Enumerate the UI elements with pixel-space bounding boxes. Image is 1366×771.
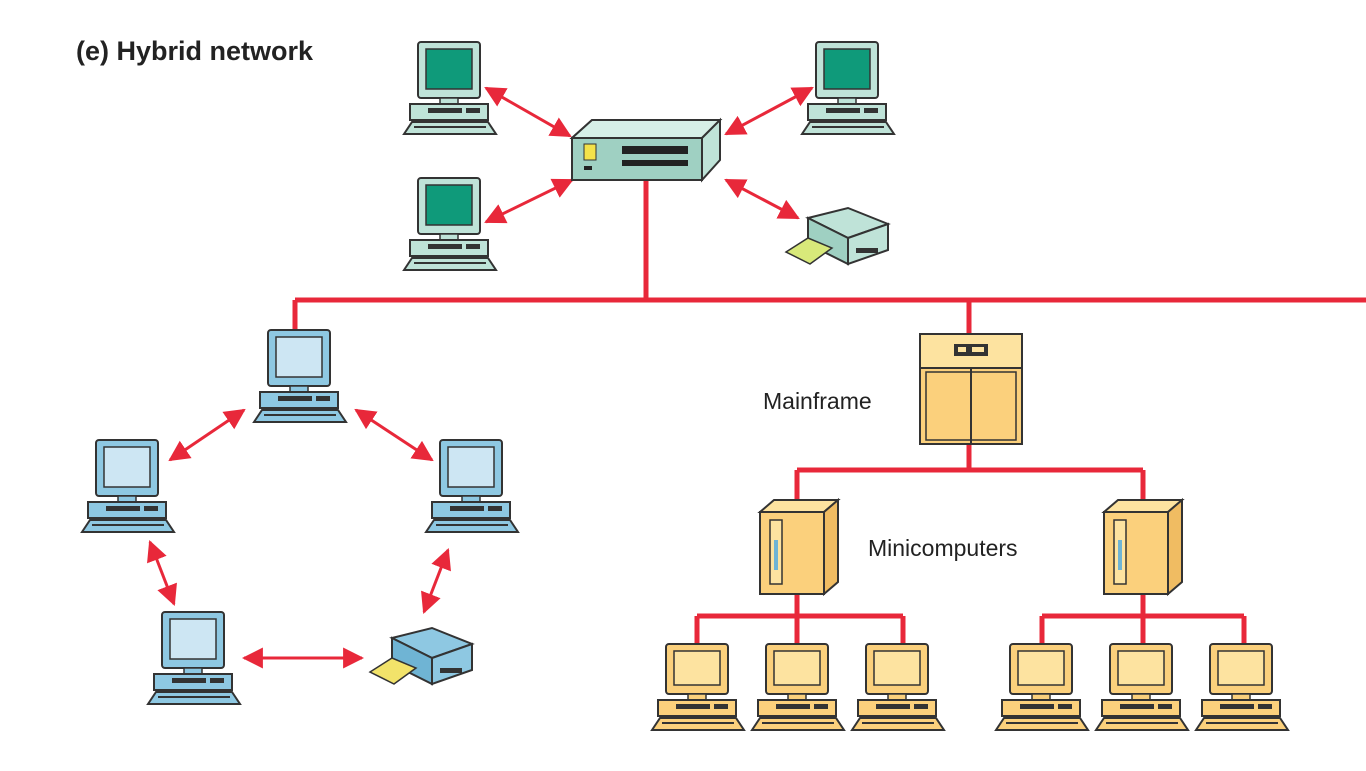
ring-printer — [369, 627, 473, 685]
bus-links — [292, 178, 1366, 646]
ring-pc-top — [253, 329, 347, 423]
star-pc-1 — [403, 41, 497, 135]
star-links — [484, 86, 814, 224]
tree-pc-5 — [1095, 643, 1189, 731]
tree-pc-6 — [1195, 643, 1289, 731]
tree-pc-3 — [851, 643, 945, 731]
minicomputer-left — [759, 499, 839, 595]
tree-pc-4 — [995, 643, 1089, 731]
star-pc-2 — [801, 41, 895, 135]
mainframe — [919, 333, 1023, 445]
ring-pc-left — [81, 439, 175, 533]
star-hub — [569, 117, 723, 183]
diagram-title: (e) Hybrid network — [76, 36, 314, 66]
tree-pc-2 — [751, 643, 845, 731]
ring-pc-bottom — [147, 611, 241, 705]
star-printer — [785, 207, 889, 265]
mainframe-label: Mainframe — [763, 388, 872, 414]
minicomputers-label: Minicomputers — [868, 535, 1018, 561]
ring-links — [147, 408, 451, 669]
minicomputer-right — [1103, 499, 1183, 595]
star-pc-3 — [403, 177, 497, 271]
ring-pc-right — [425, 439, 519, 533]
tree-pc-1 — [651, 643, 745, 731]
